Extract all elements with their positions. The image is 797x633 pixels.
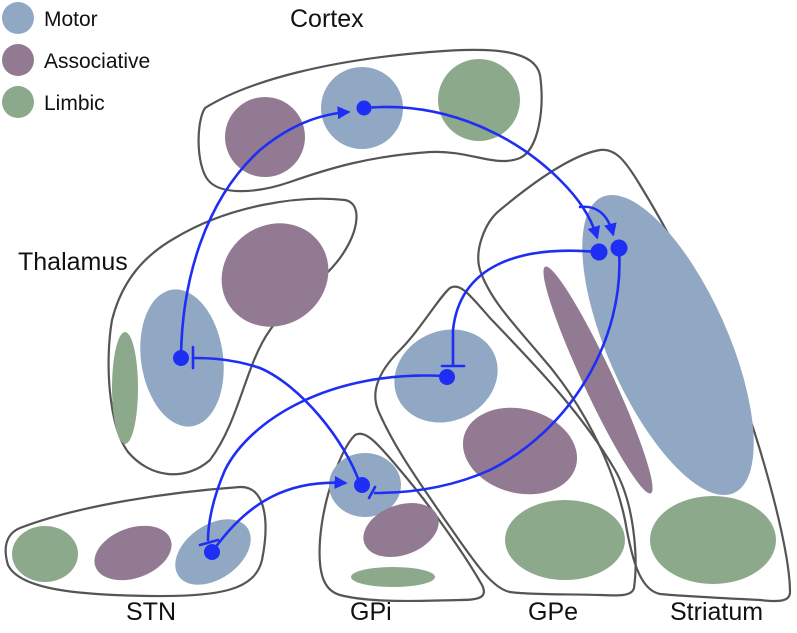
- node-striatum-1: [590, 243, 608, 261]
- striatum-limbic-area: [650, 496, 776, 584]
- legend-label-motor: Motor: [44, 8, 98, 31]
- gpe-label: GPe: [528, 598, 578, 626]
- thalamus-label: Thalamus: [18, 248, 128, 276]
- thalamus-limbic-area: [112, 332, 138, 444]
- gpi-region: GPi: [318, 432, 486, 626]
- striatum-motor-area: [582, 195, 754, 495]
- node-cortex-motor: [356, 100, 372, 116]
- pathway-striatum-to-gpi: [373, 248, 621, 495]
- pathway-thalamus-to-cortex: [179, 106, 351, 359]
- legend-label-associative: Associative: [44, 50, 150, 73]
- thalamus-outline: [107, 197, 358, 476]
- stn-outline: [4, 485, 267, 598]
- pathway-striatum-to-gpi-terminal: [367, 485, 377, 500]
- pathway-gpi-to-thalamus: [192, 356, 362, 486]
- stn-region: STN: [4, 485, 267, 626]
- striatum-outline: [477, 148, 792, 603]
- legend: Motor Associative Limbic: [2, 2, 150, 118]
- gpe-limbic-area: [505, 500, 625, 580]
- legend-swatch-motor: [2, 2, 34, 34]
- cortex-limbic-area: [438, 59, 520, 141]
- gpi-label: GPi: [350, 598, 392, 626]
- thalamus-associative-area: [221, 223, 329, 327]
- gpi-limbic-area: [351, 567, 435, 587]
- node-gpi-motor: [354, 477, 370, 493]
- gpe-outline: [374, 285, 637, 597]
- stn-limbic-area: [12, 526, 78, 582]
- node-striatum-2: [610, 239, 628, 257]
- cortex-region: Cortex: [197, 5, 543, 193]
- pathway-cortex-to-striatum: [362, 105, 601, 240]
- legend-label-limbic: Limbic: [44, 92, 105, 115]
- pathway-striatum-to-gpe: [451, 249, 600, 367]
- node-stn-motor: [204, 544, 220, 560]
- gpi-outline: [318, 432, 486, 603]
- pathways: [173, 100, 628, 560]
- stn-label: STN: [126, 598, 176, 626]
- thalamus-region: Thalamus: [18, 197, 358, 476]
- pathway-gpe-to-stn-terminal: [198, 538, 220, 547]
- cortex-associative-area: [225, 97, 305, 177]
- node-gpe-motor: [439, 369, 455, 385]
- legend-swatch-limbic: [2, 86, 34, 118]
- striatum-label: Striatum: [670, 598, 763, 626]
- node-thalamus-motor: [173, 350, 189, 366]
- striatum-associative-area: [543, 266, 653, 494]
- gpi-associative-area: [363, 502, 439, 558]
- pathway-gpe-to-stn: [206, 374, 446, 542]
- cortex-label: Cortex: [290, 5, 364, 33]
- cortex-outline: [197, 48, 543, 193]
- stn-associative-area: [94, 525, 172, 581]
- pathway-cortex-to-striatum-branch: [578, 205, 617, 237]
- legend-swatch-associative: [2, 44, 34, 76]
- pathway-stn-to-gpi: [213, 475, 348, 550]
- striatum-region: Striatum: [477, 148, 792, 626]
